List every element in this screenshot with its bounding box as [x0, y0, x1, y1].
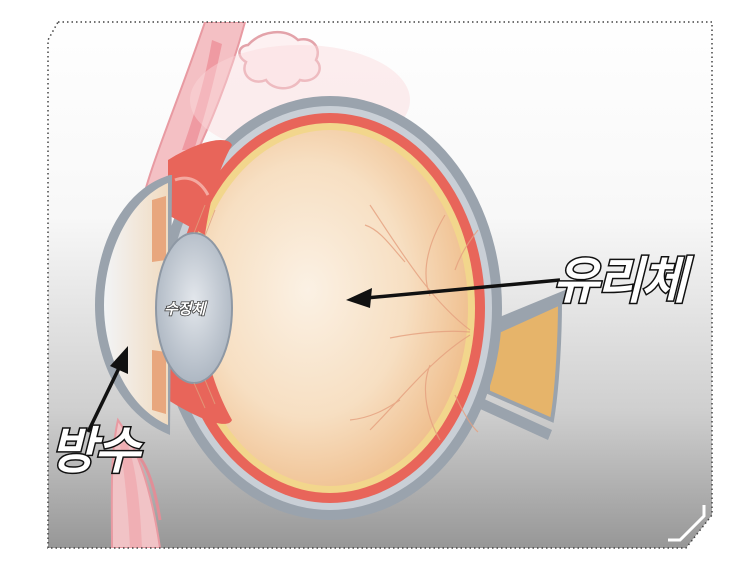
ciliary-body [168, 140, 232, 235]
lacrimal-gland [238, 31, 321, 90]
label-vitreous: 유리체 [553, 252, 694, 310]
upper-eyelid-muscle [182, 40, 222, 150]
label-lens: 수정체 [164, 300, 208, 318]
dotted-frame-border [47, 21, 713, 549]
aqueous-pointer-arrow [86, 346, 128, 433]
label-aqueous-humor: 방수 [50, 422, 143, 480]
frame-corner-accent [668, 505, 706, 542]
retinal-vessels [349, 204, 479, 441]
optic-nerve [486, 299, 563, 423]
iris [152, 196, 166, 262]
vitreous-pointer-arrow [346, 278, 561, 308]
vitreous-body [192, 130, 468, 486]
